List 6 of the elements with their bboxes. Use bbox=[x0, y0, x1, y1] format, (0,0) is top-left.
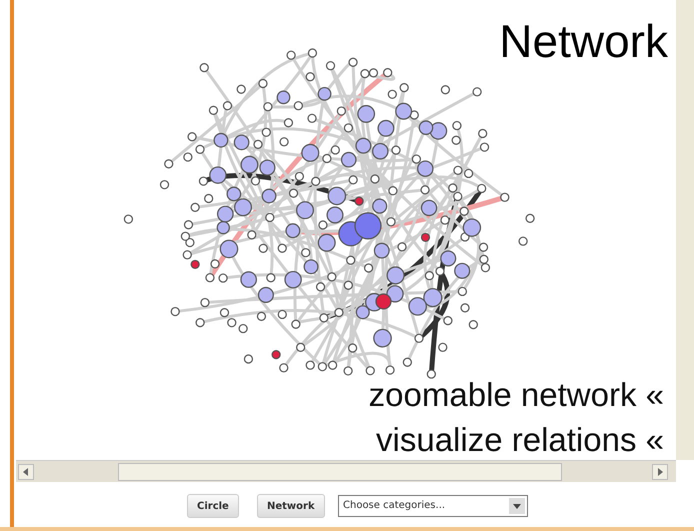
title: Network bbox=[499, 18, 668, 64]
feature-text: zoomable network « bbox=[368, 378, 664, 411]
dropdown-text: Choose categories... bbox=[343, 500, 446, 511]
circle-button: Circle bbox=[187, 494, 239, 518]
feature-text: visualize relations « bbox=[376, 423, 664, 456]
network-button: Network bbox=[257, 494, 325, 518]
